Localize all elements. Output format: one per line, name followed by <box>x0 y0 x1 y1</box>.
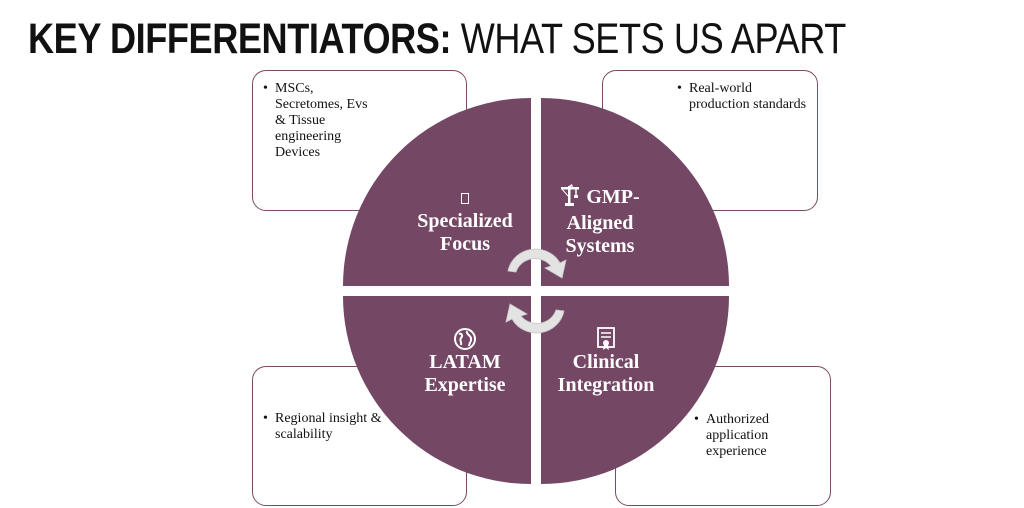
label-line: Aligned <box>566 212 634 234</box>
cycle-arrows <box>505 248 567 334</box>
label-clinical-integration: Clinical Integration <box>521 325 691 397</box>
title-bold: KEY DIFFERENTIATORS: <box>28 15 452 63</box>
label-line: Specialized <box>417 210 513 232</box>
label-gmp-aligned-systems: GMP- Aligned Systems <box>515 184 685 258</box>
certificate-icon <box>521 325 691 351</box>
detail-text-clinical-integration: Authorized application experience <box>692 412 820 460</box>
arrow-top <box>507 248 567 279</box>
label-line: LATAM <box>429 351 501 373</box>
crane-icon <box>560 184 580 212</box>
quadrant-specialized-focus <box>343 98 531 286</box>
detail-text-latam-expertise: Regional insight & scalability <box>261 411 386 443</box>
quadrant-gmp-aligned-systems <box>541 98 729 286</box>
detail-text-gmp-aligned-systems: Real-world production standards <box>675 81 807 113</box>
quadrant-clinical-integration <box>541 296 729 484</box>
arrow-bottom <box>505 303 565 334</box>
label-line: Integration <box>557 374 655 396</box>
quadrant-latam-expertise <box>343 296 531 484</box>
globe-icon <box>380 325 550 351</box>
page-title: KEY DIFFERENTIATORS: WHAT SETS US APART <box>28 14 846 64</box>
label-line: Systems <box>565 235 635 257</box>
title-regular: WHAT SETS US APART <box>460 15 847 63</box>
label-line: GMP- <box>586 186 640 208</box>
label-specialized-focus: Specialized Focus <box>380 184 550 256</box>
placeholder-square-icon <box>380 184 550 210</box>
label-line: Clinical <box>572 351 640 373</box>
label-line: Expertise <box>424 374 506 396</box>
detail-text-specialized-focus: MSCs, Secretomes, Evs & Tissue engineeri… <box>261 81 371 161</box>
label-line: Focus <box>440 233 490 255</box>
label-latam-expertise: LATAM Expertise <box>380 325 550 397</box>
